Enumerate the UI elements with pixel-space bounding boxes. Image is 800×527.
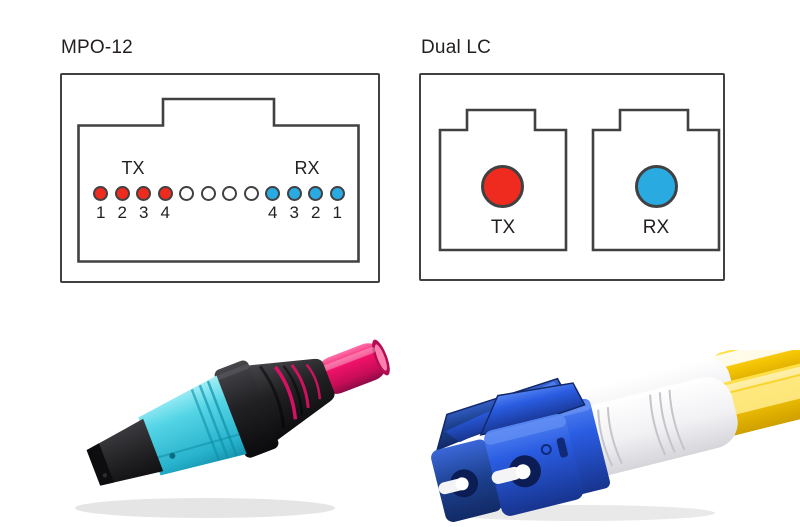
mpo-fiber-rx: 2 [305,186,327,222]
mpo-fiber-tx: 3 [133,186,155,222]
mpo-magenta-cable [317,343,387,394]
mpo-boot-slit [273,365,298,420]
mpo-connector-outline [77,97,360,263]
mpo-fiber-unused [241,186,263,222]
mpo-collar [214,360,279,458]
lc-cable-highlight [705,359,800,397]
fiber-dot [308,186,324,201]
fiber-number: 3 [289,203,299,222]
mpo-guide-pin-hole [102,473,108,478]
fiber-number: 1 [96,203,106,222]
mpo-fiber-unused [176,186,198,222]
fiber-number: 3 [139,203,149,222]
mpo-housing-ridge [206,380,238,457]
mpo-fiber-tx: 1 [90,186,112,222]
mpo-housing-hole [169,452,176,459]
mpo-fiber-tx: 2 [112,186,134,222]
lc-connector-photo [431,350,800,522]
fiber-number: 2 [117,203,127,222]
mpo-fiber-rx: 1 [327,186,349,222]
fiber-dot [114,186,130,201]
lc-tx-fiber-dot [481,165,524,208]
fiber-dot [222,186,238,201]
lc-rx-fiber-dot [635,165,678,208]
mpo-keyed-connector-shape [77,97,360,263]
fiber-dot [200,186,216,201]
lc-rear-cable-highlight [708,350,800,370]
mpo-fiber-tx: 4 [155,186,177,222]
mpo-housing-seam [153,433,240,460]
mpo-tx-label: TX [121,158,145,178]
mpo-housing-ridge [190,388,221,461]
mpo-aqua-housing [138,375,247,476]
fiber-dot [243,186,259,201]
mpo-housing-ridge [198,384,230,459]
lc-body-front-highlight [484,415,566,445]
lc-body-slot-detail [556,437,568,458]
mpo-fiber-unused [198,186,220,222]
fiber-dot [179,186,195,201]
mpo-cable-highlight [315,346,376,374]
fiber-number: 1 [332,203,342,222]
fiber-number: 2 [311,203,321,222]
fiber-dot [136,186,152,201]
lc-rx-label: RX [642,217,670,238]
lc-tx-label: TX [490,217,516,238]
fiber-dot [286,186,302,201]
lc-diagram-title: Dual LC [421,37,492,58]
mpo-rx-label: RX [294,158,320,178]
mpo-connector-photo [75,339,390,518]
lc-boot-ridge [649,394,667,456]
mpo-fiber-rx: 3 [284,186,306,222]
mpo-diagram-title: MPO-12 [61,37,133,58]
mpo-boot-slit [290,364,310,409]
lc-ferrule-far [455,477,469,491]
mpo-boot-slit [305,363,322,400]
fiber-dot [329,186,345,201]
mpo-collar-highlight [215,364,250,381]
fiber-dot [93,186,109,201]
lc-boot-ridge [658,392,676,453]
mpo-boot-groove [282,365,304,415]
lc-cable-core-glow [714,369,800,417]
fiber-dot [265,186,281,201]
mpo-boot-groove [258,365,286,429]
lc-rear-yellow-cable [709,350,800,394]
lc-ferrule-front [515,464,531,480]
lc-boot-ridge [606,407,623,465]
mpo-cable-cut-core [374,344,387,371]
mpo-ferrule-face [86,443,115,486]
lc-boot-ridge [668,389,686,451]
lc-ferrule-stem-front [491,466,522,484]
mpo-fiber-rx: 4 [262,186,284,222]
mpo-fiber-unused [219,186,241,222]
lc-body-screw-detail [540,443,552,455]
lc-boot-ridge [597,409,614,467]
fiber-number: 4 [268,203,278,222]
mpo-photo-shadow [75,498,335,518]
fiber-number: 4 [160,203,170,222]
fiber-dot [157,186,173,201]
